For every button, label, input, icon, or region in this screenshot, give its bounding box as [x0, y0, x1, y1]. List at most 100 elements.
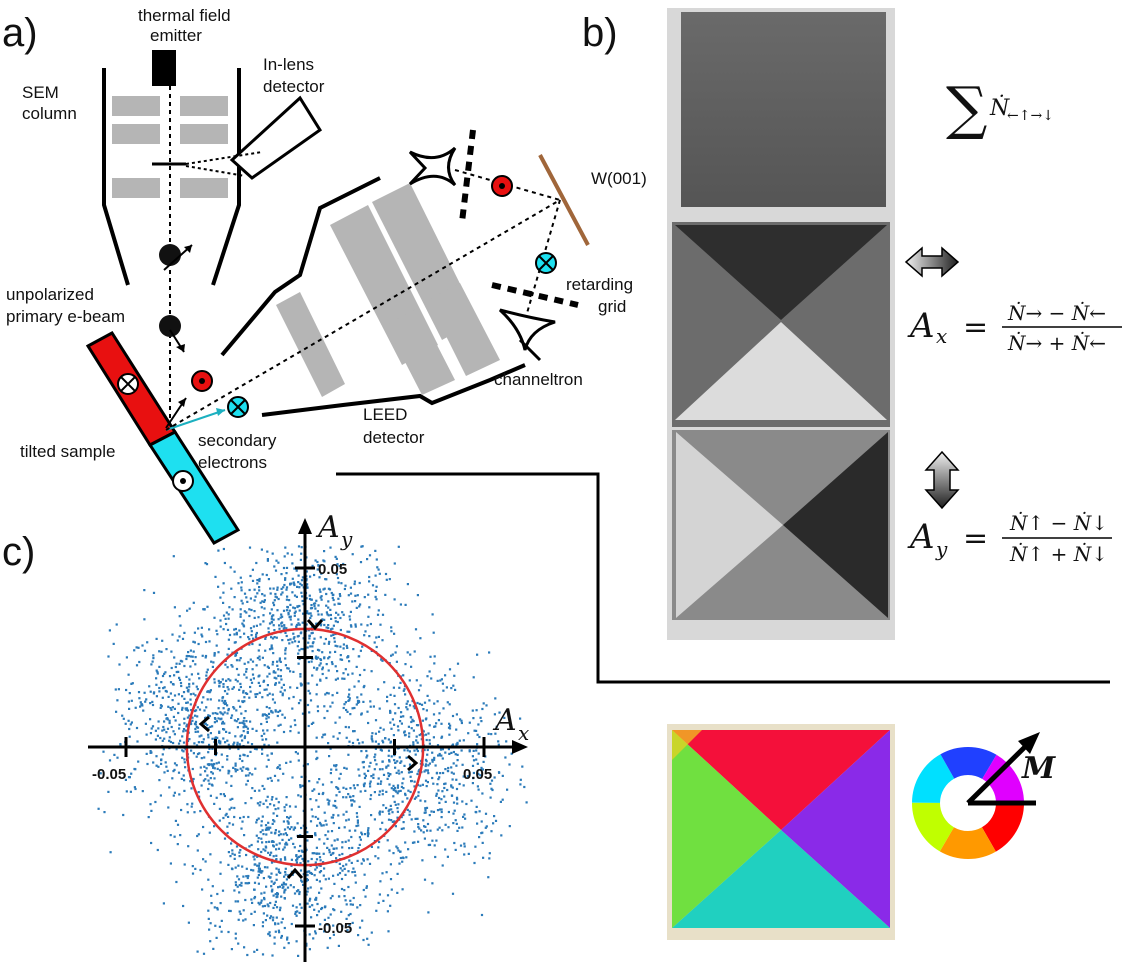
- scatter-point: [194, 727, 197, 731]
- scatter-point: [277, 674, 280, 677]
- scatter-point: [255, 633, 258, 636]
- scatter-point: [375, 636, 378, 639]
- scatter-point: [175, 880, 178, 884]
- scatter-point: [395, 645, 398, 648]
- scatter-point: [380, 780, 383, 783]
- scatter-point: [179, 659, 182, 662]
- scatter-point: [203, 722, 206, 725]
- scatter-point: [406, 708, 409, 711]
- scatter-point: [415, 679, 418, 682]
- scatter-point: [204, 860, 207, 863]
- scatter-point: [389, 709, 392, 712]
- scatter-point: [202, 738, 205, 741]
- scatter-point: [427, 772, 430, 775]
- scatter-point: [248, 588, 251, 592]
- scatter-point: [371, 740, 374, 743]
- scatter-point: [226, 831, 229, 835]
- scatter-point: [192, 692, 195, 695]
- scatter-point: [278, 657, 281, 660]
- scatter-point: [417, 794, 420, 797]
- scatter-point: [432, 810, 435, 813]
- scatter-point: [219, 742, 222, 745]
- scatter-point: [306, 870, 309, 873]
- scatter-point: [331, 852, 334, 855]
- scatter-point: [245, 867, 248, 870]
- scatter-point: [281, 886, 284, 889]
- scatter-point: [270, 798, 273, 801]
- scatter-point: [155, 764, 158, 767]
- scatter-point: [484, 812, 488, 815]
- scatter-point: [390, 654, 393, 657]
- scatter-point: [295, 624, 299, 627]
- scatter-point: [279, 833, 282, 836]
- scatter-point: [195, 744, 199, 747]
- scatter-point: [280, 613, 283, 616]
- scatter-point: [462, 784, 465, 787]
- scatter-point: [262, 833, 265, 836]
- scatter-point: [370, 735, 373, 738]
- scatter-point: [316, 648, 320, 651]
- scatter-point: [277, 597, 280, 601]
- scatter-point: [378, 893, 381, 896]
- scatter-point: [171, 706, 174, 709]
- scatter-point: [389, 804, 392, 807]
- scatter-point: [364, 895, 367, 898]
- scatter-point: [418, 827, 421, 830]
- beam-label-1: unpolarized: [6, 285, 94, 304]
- scatter-point: [265, 688, 268, 691]
- scatter-point: [410, 779, 413, 783]
- scatter-point: [330, 617, 333, 620]
- scatter-point: [400, 711, 403, 714]
- scatter-point: [223, 561, 226, 565]
- scatter-point: [241, 769, 244, 772]
- scatter-point: [212, 661, 215, 664]
- scatter-point: [427, 764, 430, 767]
- scatter-point: [432, 713, 436, 716]
- scatter-point: [275, 596, 278, 599]
- scatter-point: [281, 694, 284, 697]
- scatter-point: [366, 710, 369, 713]
- scatter-point: [374, 759, 377, 762]
- scatter-point: [315, 866, 318, 869]
- scatter-point: [407, 725, 410, 728]
- scatter-point: [488, 651, 491, 654]
- ax-symbol: A: [907, 306, 935, 346]
- scatter-point: [484, 826, 487, 829]
- scatter-point: [220, 753, 223, 756]
- scatter-point: [471, 755, 474, 758]
- scatter-point: [273, 881, 276, 884]
- scatter-point: [382, 899, 385, 902]
- scatter-point: [384, 737, 387, 740]
- scatter-point: [264, 849, 267, 852]
- scatter-point: [179, 681, 183, 685]
- scatter-point: [158, 779, 161, 782]
- scatter-point: [227, 638, 230, 641]
- scatter-point: [221, 889, 225, 892]
- scatter-point: [173, 791, 176, 794]
- scatter-point: [379, 827, 382, 831]
- scatter-point: [320, 595, 323, 598]
- scatter-point: [213, 681, 216, 684]
- scatter-point: [221, 696, 225, 699]
- scatter-point: [207, 690, 210, 693]
- scatter-point: [175, 662, 178, 665]
- scatter-point: [440, 810, 443, 814]
- scatter-point: [163, 728, 166, 731]
- scatter-point: [186, 716, 189, 719]
- scatter-point: [389, 773, 392, 776]
- scatter-point: [241, 739, 244, 742]
- scatter-point: [419, 684, 422, 687]
- scatter-point: [161, 739, 164, 742]
- scatter-point: [222, 793, 225, 796]
- scatter-point: [318, 821, 322, 824]
- scatter-point: [261, 870, 264, 873]
- scatter-point: [287, 942, 290, 945]
- scatter-point: [173, 656, 176, 659]
- scatter-point: [218, 682, 221, 685]
- scatter-point: [202, 696, 205, 699]
- scatter-point: [151, 700, 154, 703]
- scatter-point: [130, 682, 133, 685]
- scatter-point: [137, 760, 140, 763]
- scatter-point: [315, 750, 318, 753]
- scatter-point: [365, 749, 368, 753]
